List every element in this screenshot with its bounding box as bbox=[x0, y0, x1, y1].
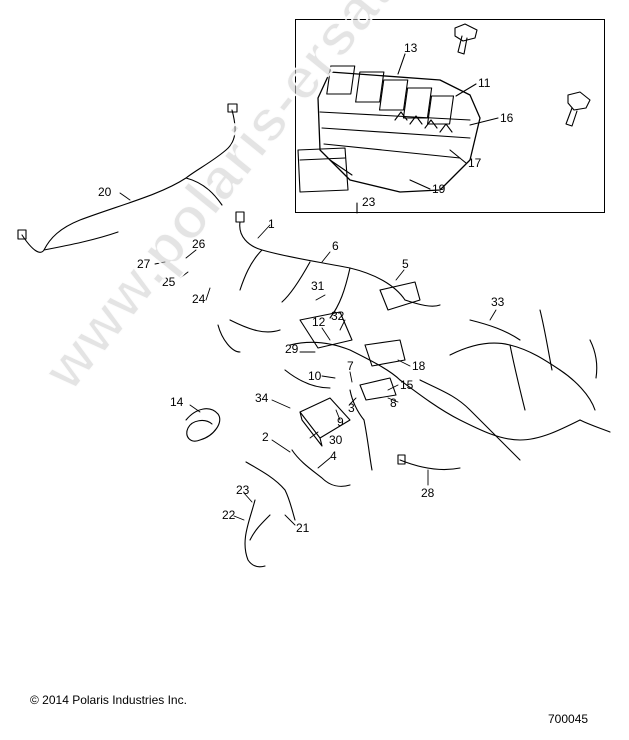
callout-17: 17 bbox=[468, 156, 482, 170]
figure-id: 700045 bbox=[548, 712, 589, 726]
callout-1: 1 bbox=[268, 217, 275, 231]
main-harness-drawing bbox=[217, 221, 611, 471]
callout-20: 20 bbox=[98, 185, 112, 199]
harness-20-drawing bbox=[17, 103, 245, 253]
callout-4: 4 bbox=[330, 449, 337, 463]
fuse-box-drawing bbox=[297, 23, 591, 214]
callout-7: 7 bbox=[347, 359, 354, 373]
callout-18: 18 bbox=[412, 359, 426, 373]
callout-33: 33 bbox=[491, 295, 505, 309]
callout-30: 30 bbox=[329, 433, 343, 447]
callout-22: 22 bbox=[222, 508, 236, 522]
fuse-box-inset-frame bbox=[295, 19, 605, 213]
leader-lines bbox=[119, 192, 497, 526]
callout-2: 2 bbox=[262, 430, 269, 444]
callout-9: 9 bbox=[337, 415, 344, 429]
callout-26: 26 bbox=[192, 237, 206, 251]
callout-11: 11 bbox=[478, 76, 491, 90]
callout-3: 3 bbox=[348, 401, 355, 415]
callout-15: 15 bbox=[400, 378, 414, 392]
callout-16: 16 bbox=[500, 111, 514, 125]
callout-28: 28 bbox=[421, 486, 435, 500]
callout-6: 6 bbox=[332, 239, 339, 253]
callout-34: 34 bbox=[255, 391, 269, 405]
callout-23: 23 bbox=[236, 483, 250, 497]
callout-14: 14 bbox=[170, 395, 184, 409]
callout-29: 29 bbox=[285, 342, 299, 356]
callout-8: 8 bbox=[390, 396, 397, 410]
callout-24: 24 bbox=[192, 292, 206, 306]
callout-31: 31 bbox=[311, 279, 325, 293]
callout-5: 5 bbox=[402, 257, 409, 271]
callout-10: 10 bbox=[308, 369, 322, 383]
callout-27: 27 bbox=[137, 257, 151, 271]
callout-25: 25 bbox=[162, 275, 176, 289]
ecu-30-drawing bbox=[299, 397, 351, 447]
callout-19: 19 bbox=[432, 182, 446, 196]
callout-32: 32 bbox=[331, 309, 345, 323]
part-14-loop-drawing bbox=[185, 408, 221, 442]
callout-12: 12 bbox=[312, 315, 326, 329]
sub-harness-drawing bbox=[244, 449, 461, 568]
copyright-notice: © 2014 Polaris Industries Inc. bbox=[30, 693, 187, 707]
callout-13: 13 bbox=[404, 41, 418, 55]
callout-21: 21 bbox=[296, 521, 310, 535]
callout-23-inset: 23 bbox=[362, 195, 376, 209]
